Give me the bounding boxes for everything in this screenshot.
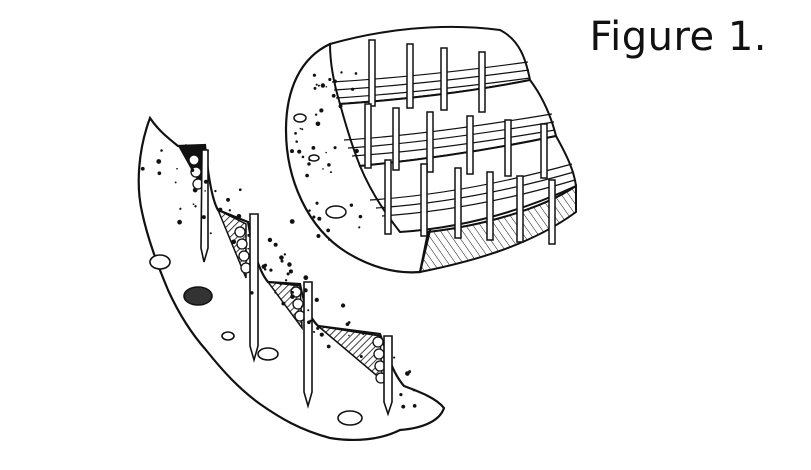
stake-3 [303,281,313,409]
fence-post [478,51,486,113]
stake-2 [249,213,259,363]
fence-post [486,171,494,241]
fence-post [504,119,512,177]
slope-cross-section [137,115,446,442]
base-band [418,184,577,274]
terrace-cutaway [284,25,578,274]
stake-1 [200,149,209,263]
fence-post [392,107,400,171]
stones [149,254,363,426]
soil-dots [140,144,417,409]
fence-post [466,115,474,175]
fence-post [406,43,414,109]
cut-face-soil [289,71,363,241]
fence-post [440,47,448,111]
fence-post [426,111,434,173]
fence-post [540,123,548,179]
stake-4 [383,335,393,417]
terrace-bottom [358,134,578,234]
cut-face-stones [293,113,347,219]
stakes [200,149,393,417]
fence-post [368,39,376,107]
fence-post [516,175,524,243]
figure-title: Figure 1. [589,14,767,60]
fence-post [454,167,462,239]
fence-posts [364,39,556,245]
log-ends [188,154,387,384]
fence-post [364,103,372,169]
fence-post [548,179,556,245]
fence-post [420,163,428,237]
fence-post [384,159,392,235]
